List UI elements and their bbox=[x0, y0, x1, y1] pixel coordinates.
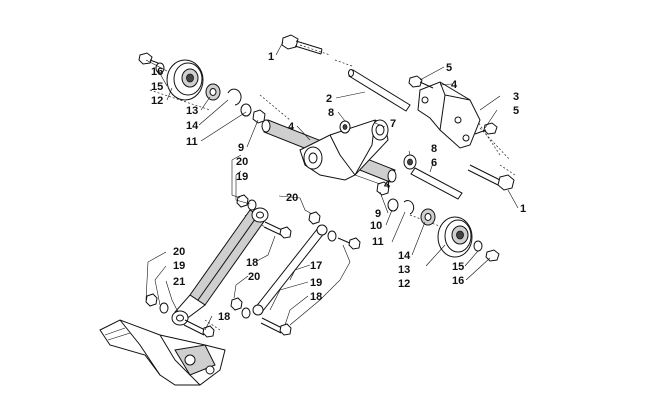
spacer-11-left[interactable] bbox=[240, 103, 252, 117]
bushing-20-mid[interactable] bbox=[308, 211, 321, 225]
bolt-5-top[interactable] bbox=[408, 75, 434, 89]
callout-5-right: 5 bbox=[513, 105, 519, 117]
snap-ring-14-left[interactable] bbox=[227, 88, 242, 106]
bushing-19-mid[interactable] bbox=[327, 230, 337, 242]
swing-arm-7[interactable] bbox=[299, 119, 389, 181]
bushing-19-top-left[interactable] bbox=[247, 199, 257, 211]
callout-8-right: 8 bbox=[431, 143, 437, 155]
callout-6: 6 bbox=[431, 157, 437, 169]
bolt-18-lower-mid[interactable] bbox=[260, 317, 292, 336]
callout-18-right: 18 bbox=[310, 291, 322, 303]
callout-15-left: 15 bbox=[151, 81, 163, 93]
callout-20-top: 20 bbox=[236, 156, 248, 168]
washer-15-right[interactable] bbox=[473, 240, 483, 252]
shock-absorber-21[interactable] bbox=[171, 207, 269, 326]
callout-19-bottom-left: 19 bbox=[173, 260, 185, 272]
callout-7: 7 bbox=[390, 118, 396, 130]
rail-bracket bbox=[99, 319, 226, 386]
callout-20-bottom-left: 20 bbox=[173, 246, 185, 258]
spacer-11-right[interactable] bbox=[387, 198, 399, 212]
callout-1-top: 1 bbox=[268, 51, 274, 63]
callout-20-mid: 20 bbox=[286, 192, 298, 204]
callout-3: 3 bbox=[513, 91, 519, 103]
callout-21: 21 bbox=[173, 276, 185, 288]
bracket-3[interactable] bbox=[417, 81, 481, 149]
bolt-16-right[interactable] bbox=[485, 249, 500, 262]
bushing-8-right[interactable] bbox=[403, 154, 417, 170]
callout-2: 2 bbox=[326, 93, 332, 105]
callout-9-left: 9 bbox=[238, 142, 244, 154]
nut-9-right[interactable] bbox=[376, 181, 390, 196]
callout-18-upper: 18 bbox=[246, 257, 258, 269]
callout-4-top: 4 bbox=[451, 79, 458, 91]
callout-5-top: 5 bbox=[446, 62, 452, 74]
callout-15-right: 15 bbox=[452, 261, 464, 273]
bearing-13-left[interactable] bbox=[205, 83, 221, 101]
callout-labels: 1 2 3 4 5 5 6 7 8 4 8 4 1 9 11 14 13 12 … bbox=[151, 51, 526, 323]
callout-12-left: 12 bbox=[151, 95, 163, 107]
callout-19-top: 19 bbox=[236, 171, 248, 183]
bushing-19-bottom-left[interactable] bbox=[159, 302, 169, 314]
callout-16-left: 16 bbox=[151, 66, 163, 78]
callout-11-right: 11 bbox=[372, 236, 384, 248]
bolt-1-right[interactable] bbox=[467, 164, 515, 191]
bushing-19-bottom-mid[interactable] bbox=[241, 307, 251, 319]
callout-13-left: 13 bbox=[186, 105, 198, 117]
callout-8-top: 8 bbox=[328, 107, 334, 119]
bolt-5-right[interactable] bbox=[474, 122, 498, 135]
bushing-8-top[interactable] bbox=[339, 120, 351, 134]
callout-14-right: 14 bbox=[398, 250, 411, 262]
bushing-20-bottom-left[interactable] bbox=[145, 293, 158, 307]
callout-4-mid: 4 bbox=[288, 121, 295, 133]
callout-19-lower: 19 bbox=[310, 277, 322, 289]
callout-4-low: 4 bbox=[384, 179, 391, 191]
callout-20-lower: 20 bbox=[248, 271, 260, 283]
snap-ring-14-right[interactable] bbox=[403, 200, 415, 215]
idler-wheel-12-right[interactable] bbox=[437, 216, 473, 258]
callout-17: 17 bbox=[310, 260, 322, 272]
bolt-18-lower-left[interactable] bbox=[183, 319, 215, 338]
bolt-1-top[interactable] bbox=[281, 34, 323, 55]
bolt-18-upper[interactable] bbox=[263, 221, 292, 239]
callout-16-right: 16 bbox=[452, 275, 464, 287]
shaft-6[interactable] bbox=[410, 167, 463, 200]
callout-18-lower-left: 18 bbox=[218, 311, 230, 323]
idler-wheel-12-left[interactable] bbox=[166, 59, 204, 101]
callout-11-left: 11 bbox=[186, 136, 198, 148]
bearing-13-right[interactable] bbox=[420, 208, 436, 226]
link-rod-17[interactable] bbox=[252, 224, 328, 316]
leader-lines bbox=[145, 41, 519, 331]
nut-9-left[interactable] bbox=[252, 109, 266, 124]
callout-1-right: 1 bbox=[520, 203, 526, 215]
callout-10: 10 bbox=[370, 220, 382, 232]
callout-14-left: 14 bbox=[186, 120, 199, 132]
bushing-20-bottom-mid[interactable] bbox=[230, 297, 243, 311]
axle-2[interactable] bbox=[348, 69, 411, 112]
callout-9-right: 9 bbox=[375, 208, 381, 220]
callout-13-right: 13 bbox=[398, 264, 410, 276]
bolt-16-left[interactable] bbox=[138, 52, 159, 65]
bolt-18-mid[interactable] bbox=[337, 237, 361, 250]
callout-12-right: 12 bbox=[398, 278, 410, 290]
